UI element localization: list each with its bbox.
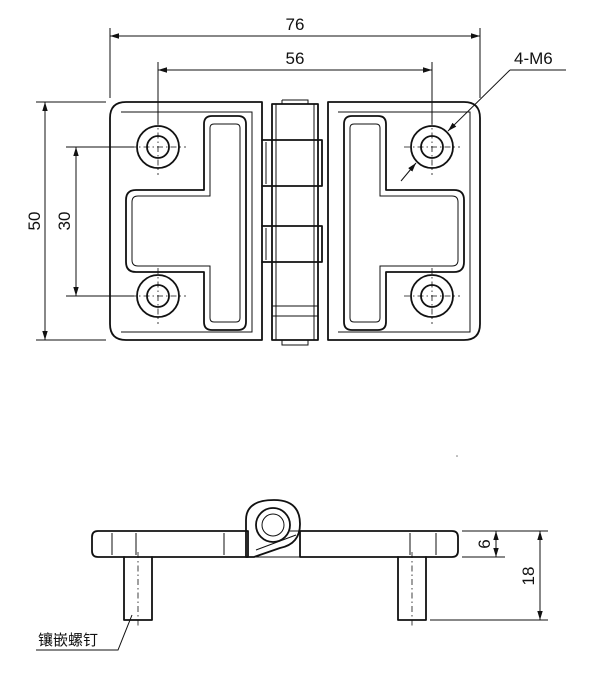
stud-callout: 镶嵌螺钉 — [36, 614, 133, 651]
dim-30-label: 30 — [55, 212, 74, 231]
side-view: 6 18 镶嵌螺钉 — [36, 499, 548, 651]
side-knuckle — [245, 499, 306, 558]
top-view: 76 56 50 30 4-M6 — [25, 15, 566, 346]
knuckle — [261, 99, 323, 346]
dim-overall-height: 50 — [25, 101, 106, 341]
side-left-plate — [91, 530, 249, 558]
hole-callout: 4-M6 — [400, 49, 566, 182]
left-leaf-outline — [109, 101, 263, 341]
dim-overall-width: 76 — [109, 15, 481, 98]
dim-6-label: 6 — [475, 539, 494, 548]
stud-right — [397, 552, 427, 626]
right-recess — [343, 115, 465, 331]
hole-callout-label: 4-M6 — [514, 49, 553, 68]
dim-hole-spacing-y: 30 — [55, 146, 134, 297]
side-right-plate — [299, 530, 459, 558]
dim-76-label: 76 — [286, 15, 305, 34]
left-recess — [125, 115, 247, 331]
dim-50-label: 50 — [25, 212, 44, 231]
right-leaf-outline — [327, 101, 481, 341]
stud-left — [123, 552, 153, 626]
dim-hole-spacing-x: 56 — [157, 49, 433, 124]
stud-label: 镶嵌螺钉 — [38, 631, 98, 649]
dim-total-height: 18 — [430, 530, 548, 621]
dim-18-label: 18 — [519, 567, 538, 586]
dim-plate-thickness: 6 — [462, 530, 505, 558]
dim-56-label: 56 — [286, 49, 305, 68]
